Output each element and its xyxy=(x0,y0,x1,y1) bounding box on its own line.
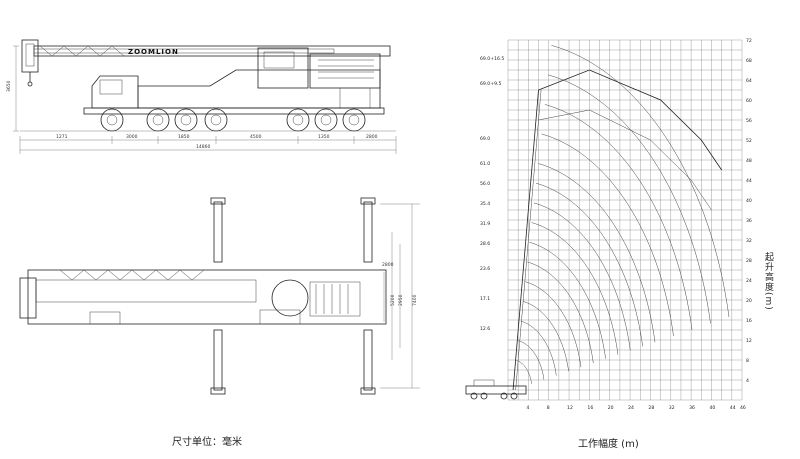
y-axis-caption: 起升高度(m) xyxy=(763,252,773,311)
x-tick-label: 36 xyxy=(689,405,695,411)
y-tick-label: 12 xyxy=(746,338,752,344)
radius-arc xyxy=(551,45,730,318)
dim-label: 4500 xyxy=(250,134,262,140)
y-tick-label: 24 xyxy=(746,278,752,284)
x-tick-label: 28 xyxy=(648,405,654,411)
y-tick-label: 72 xyxy=(746,38,752,44)
radius-arc xyxy=(518,340,545,380)
radius-arcs xyxy=(516,45,730,384)
y-tick-label: 8 xyxy=(746,358,749,364)
x-tick-label: 4 xyxy=(526,405,529,411)
y-tick-label: 64 xyxy=(746,78,752,84)
y-tick-label: 28 xyxy=(746,258,752,264)
dim-label: 7400 xyxy=(412,294,418,306)
boom-length-label: 69.0 xyxy=(480,136,490,142)
radius-arc xyxy=(527,261,594,364)
boom-length-label: 28.6 xyxy=(480,241,490,247)
radius-arc xyxy=(536,182,643,347)
boom-outline xyxy=(21,39,391,87)
units-caption: 尺寸单位：毫米 xyxy=(172,437,242,448)
overall-length-label: 14860 xyxy=(196,144,210,150)
boom-length-label: 56.0 xyxy=(480,181,490,187)
boom-length-label: 31.9 xyxy=(480,221,490,227)
y-tick-label: 60 xyxy=(746,98,752,104)
dim-label: 2950 xyxy=(398,294,404,306)
y-tick-label: 56 xyxy=(746,118,752,124)
boom-length-label: 69.0+16.5 xyxy=(480,56,504,62)
radius-arc xyxy=(525,281,582,368)
y-tick-label: 32 xyxy=(746,238,752,244)
radius-arc xyxy=(544,104,693,330)
boom-length-labels: 69.0+16.5 69.0+9.5 69.0 61.0 56.0 35.4 31.9 28.… xyxy=(480,56,504,332)
y-tick-label: 36 xyxy=(746,218,752,224)
dim-label: 1850 xyxy=(178,134,190,140)
height-dimension: 3650 xyxy=(6,80,12,92)
dim-label: 2800 xyxy=(366,134,378,140)
radius-arc xyxy=(538,163,656,343)
x-tick-label: 24 xyxy=(628,405,634,411)
radius-arc xyxy=(531,222,619,355)
radius-arc xyxy=(548,74,711,324)
x-tick-label: 12 xyxy=(567,405,573,411)
radius-arc xyxy=(529,242,606,359)
boom-length-label: 61.0 xyxy=(480,161,490,167)
x-tick-label: 32 xyxy=(669,405,675,411)
boom-length-label: 17.1 xyxy=(480,296,490,302)
dim-label: 1350 xyxy=(318,134,330,140)
y-tick-label: 40 xyxy=(746,198,752,204)
x-tick-label: 16 xyxy=(587,405,593,411)
radius-arc xyxy=(516,360,532,384)
crane-icon xyxy=(465,379,527,400)
chart-grid xyxy=(507,39,743,401)
jib-line xyxy=(538,69,722,171)
dim-label: 3000 xyxy=(126,134,138,140)
radius-arc xyxy=(520,320,557,376)
x-tick-label: 20 xyxy=(608,405,614,411)
boom-length-label: 12.6 xyxy=(480,326,490,332)
radius-arc xyxy=(541,133,674,336)
y-tick-label: 16 xyxy=(746,318,752,324)
x-tick-label: 44 xyxy=(730,405,736,411)
outriggers xyxy=(210,197,376,395)
y-tick-label: 44 xyxy=(746,178,752,184)
boom-length-label: 69.0+9.5 xyxy=(480,81,501,87)
boom-lines xyxy=(512,69,722,391)
boom-length-label: 35.4 xyxy=(480,201,490,207)
boom-length-label: 23.6 xyxy=(480,266,490,272)
brand-label: ZOOMLION xyxy=(128,48,179,56)
crane-body xyxy=(19,269,387,325)
main-boom-line xyxy=(515,89,542,391)
x-tick-labels: 4 8 12 16 20 24 28 32 36 40 44 46 xyxy=(526,405,746,411)
x-tick-label: 40 xyxy=(709,405,715,411)
bottom-dimension-ticks xyxy=(19,136,397,154)
dim-label: 2800 xyxy=(382,262,394,268)
y-tick-label: 52 xyxy=(746,138,752,144)
top-view-drawing: 2800 5200 7400 2950 xyxy=(19,197,420,395)
jib-line xyxy=(538,109,712,211)
y-tick-label: 4 xyxy=(746,378,749,384)
radius-arc xyxy=(522,301,569,372)
side-view-drawing: ZOOMLION 3650 1271 3000 1850 xyxy=(6,39,397,154)
dim-label: 5200 xyxy=(390,294,396,306)
dim-label: 1271 xyxy=(56,134,68,140)
x-tick-label: 8 xyxy=(547,405,550,411)
y-tick-label: 48 xyxy=(746,158,752,164)
chassis-outline xyxy=(83,47,385,115)
y-tick-label: 68 xyxy=(746,58,752,64)
x-axis-caption: 工作幅度 (m) xyxy=(578,439,639,450)
y-tick-label: 20 xyxy=(746,298,752,304)
x-tick-label: 46 xyxy=(740,405,746,411)
radius-arc xyxy=(533,202,631,351)
main-boom-line xyxy=(512,89,539,391)
